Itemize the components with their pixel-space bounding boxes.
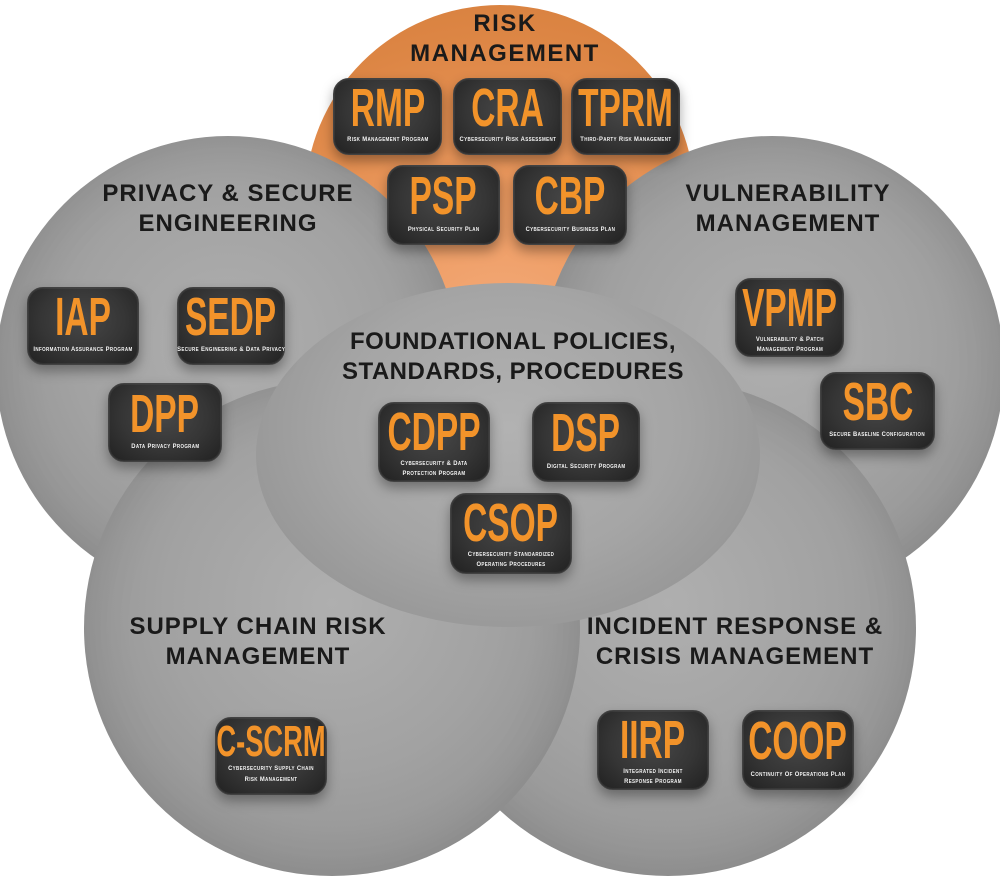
heading-line: MANAGEMENT [695,209,881,237]
privacy-secure-engineering-heading: PRIVACY & SECURE ENGINEERING [68,179,388,239]
badge-sbc: SBC Secure Baseline Configuration [820,372,935,450]
badge-cbp: CBP Cybersecurity Business Plan [513,165,627,245]
heading-line: CRISIS MANAGEMENT [595,642,875,670]
badge-caption: Physical Security Plan [407,225,480,233]
heading-line: FOUNDATIONAL POLICIES, [349,328,677,355]
badge-acronym: PSP [410,166,477,227]
badge-caption: Third-Party Risk Management [579,136,672,143]
heading-line: SUPPLY CHAIN RISK [129,613,387,640]
badge-acronym: IIRP [620,710,686,770]
badge-sedp: SEDP Secure Engineering & Data Privacy [177,287,285,365]
badge-acronym: DSP [551,403,621,464]
badge-acronym: CBP [534,166,606,227]
badge-iap: IAP Information Assurance Program [27,287,139,365]
badge-caption: Risk Management [244,775,298,783]
badge-acronym: IAP [55,287,111,348]
badge-caption: Cybersecurity Standardized [467,551,555,558]
badge-acronym: DPP [130,383,200,444]
badge-coop: COOP Continuity Of Operations Plan [742,710,854,790]
badge-caption: Cybersecurity Supply Chain [228,765,314,773]
badge-caption: Vulnerability & Patch [755,336,824,343]
badge-caption: Operating Procedures [476,561,546,569]
badge-psp: PSP Physical Security Plan [387,165,500,245]
badge-caption: Digital Security Program [546,462,626,470]
badge-cra: CRA Cybersecurity Risk Assessment [453,78,562,155]
badge-caption: Response Program [624,778,682,786]
heading-line: STANDARDS, PROCEDURES [341,357,685,385]
badge-caption: Management Program [756,346,823,354]
badge-caption: Integrated Incident [623,768,683,775]
badge-rmp: RMP Risk Management Program [333,78,442,155]
badge-caption: Continuity Of Operations Plan [750,770,846,778]
badge-caption: Secure Engineering & Data Privacy [176,345,286,353]
badge-acronym: RMP [350,78,425,138]
heading-line: MANAGEMENT [410,39,600,67]
badge-caption: Data Privacy Program [130,442,200,450]
heading-line: PRIVACY & SECURE [102,180,354,207]
badge-dpp: DPP Data Privacy Program [108,383,222,462]
badge-acronym: CSOP [463,493,559,553]
incident-response-heading: INCIDENT RESPONSE & CRISIS MANAGEMENT [565,612,905,672]
badge-acronym: SEDP [185,287,277,348]
badge-caption: Protection Program [402,470,466,478]
badge-caption: Risk Management Program [346,136,429,143]
heading-line: VULNERABILITY [685,180,891,207]
foundational-policies-heading: FOUNDATIONAL POLICIES, STANDARDS, PROCED… [313,327,713,387]
badge-caption: Information Assurance Program [33,345,133,353]
badge-caption: Cybersecurity Business Plan [525,225,615,233]
badge-acronym: COOP [748,711,848,772]
heading-line: RISK [473,10,537,37]
risk-management-heading: RISK MANAGEMENT [355,9,655,69]
badge-caption: Cybersecurity & Data [400,460,468,467]
badge-acronym: TPRM [578,78,673,138]
supply-chain-heading: SUPPLY CHAIN RISK MANAGEMENT [98,612,418,672]
badge-acronym: VPMP [742,278,837,338]
badge-caption: Cybersecurity Risk Assessment [459,136,556,143]
badge-acronym: CRA [471,78,544,138]
badge-acronym: SBC [842,372,913,433]
heading-line: INCIDENT RESPONSE & [586,613,884,640]
badge-caption: Secure Baseline Configuration [829,430,926,438]
heading-line: ENGINEERING [138,209,318,237]
badge-tprm: TPRM Third-Party Risk Management [571,78,680,155]
vulnerability-management-heading: VULNERABILITY MANAGEMENT [628,179,948,239]
badge-acronym: C-SCRM [216,717,326,767]
badge-acronym: CDPP [387,402,481,462]
badge-dsp: DSP Digital Security Program [532,402,640,482]
heading-line: MANAGEMENT [165,642,351,670]
